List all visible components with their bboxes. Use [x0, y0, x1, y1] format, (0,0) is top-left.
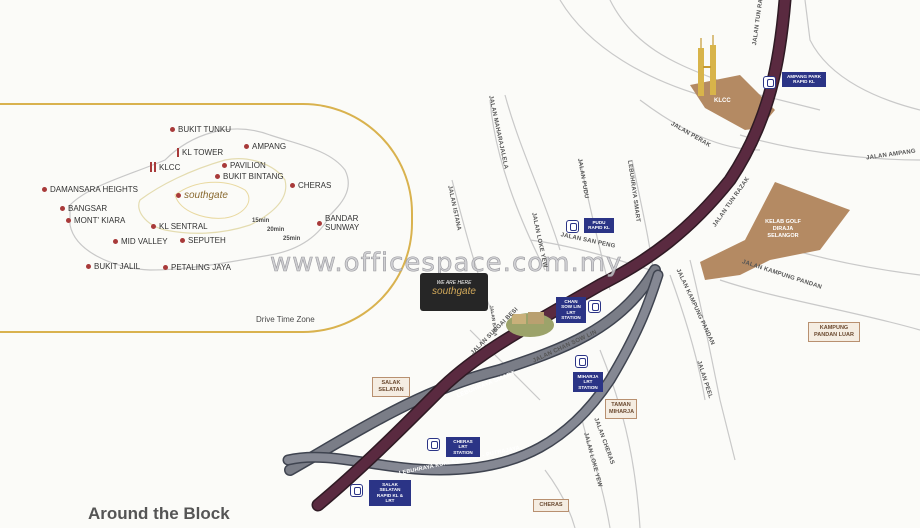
- zone-place-cheras: CHERAS: [290, 181, 331, 190]
- zone-place-bandar-sunway: BANDAR SUNWAY: [317, 214, 371, 232]
- place-dot-icon: [317, 220, 322, 226]
- place-dot-icon: [290, 183, 295, 188]
- station-salak-selatan: SALAK SELATAN RAPID KL & LRT: [369, 480, 411, 506]
- main-arterial: [311, 0, 792, 512]
- klcc-towers-icon: [150, 162, 156, 172]
- petronas-towers-icon: [698, 35, 716, 96]
- we-are-here-line2: southgate: [432, 286, 476, 297]
- place-dot-icon: [151, 224, 156, 229]
- place-dot-icon: [42, 187, 47, 192]
- station-chan-sow-lin: CHAN SOW LIN LRT STATION: [556, 297, 586, 323]
- chan-sow-lin-train-icon: [588, 300, 601, 313]
- place-dot-icon: [66, 218, 71, 223]
- place-dot-icon: [86, 264, 91, 269]
- landmark-golf: KELAB GOLF DIRAJA SELANGOR: [765, 219, 801, 239]
- place-dot-icon: [170, 127, 175, 132]
- station-miharja: MIHARJA LRT STATION: [573, 372, 603, 393]
- ring-label-15: 15min: [252, 218, 270, 224]
- place-dot-icon: [163, 265, 168, 270]
- southgate-building-icon: [506, 312, 554, 337]
- we-are-here-line1: WE ARE HERE: [436, 280, 472, 286]
- landmark-kampung-pandan: KAMPUNG PANDAN LUAR: [808, 322, 860, 342]
- golf-course-parcel: [700, 182, 850, 280]
- place-dot-icon: [60, 206, 65, 211]
- zone-place-klcc: KLCC: [150, 162, 180, 172]
- station-pudu: PUDU RAPID KL: [584, 218, 614, 233]
- salak-selatan-train-icon: [350, 484, 363, 497]
- highways: [282, 264, 664, 476]
- place-dot-icon: [176, 193, 181, 198]
- ring-label-25: 25min: [283, 236, 301, 242]
- we-are-here-marker: WE ARE HERE southgate: [420, 273, 488, 311]
- zone-place-damansara-heights: DAMANSARA HEIGHTS: [42, 185, 138, 194]
- drive-time-zone-caption: Drive Time Zone: [256, 315, 315, 324]
- zone-place-petaling-jaya: PETALING JAYA: [163, 263, 231, 272]
- page-title: Around the Block: [88, 504, 230, 523]
- ampang-park-train-icon: [763, 76, 776, 89]
- place-dot-icon: [222, 163, 227, 168]
- place-dot-icon: [180, 238, 185, 243]
- place-dot-icon: [244, 144, 249, 149]
- zone-place-bukit-bintang: BUKIT BINTANG: [215, 172, 284, 181]
- drive-time-zone-panel: [0, 103, 413, 333]
- place-dot-icon: [113, 239, 118, 244]
- ring-label-20: 20min: [267, 227, 285, 233]
- landmark-cheras: CHERAS: [533, 499, 569, 512]
- landmark-taman-miharja: TAMAN MIHARJA: [605, 399, 637, 419]
- pudu-train-icon: [566, 220, 579, 233]
- zone-place-ampang: AMPANG: [244, 142, 286, 151]
- kl-tower-icon: [177, 148, 179, 157]
- zone-place-pavilion: PAVILION: [222, 161, 266, 170]
- zone-place-mont-kiara: MONT' KIARA: [66, 216, 125, 225]
- zone-place-kl-tower: KL TOWER: [177, 148, 223, 157]
- cheras-lrt-train-icon: [427, 438, 440, 451]
- miharja-train-icon: [575, 355, 588, 368]
- landmark-klcc: KLCC: [714, 98, 731, 104]
- place-dot-icon: [215, 174, 220, 179]
- zone-place-bukit-tunku: BUKIT TUNKU: [170, 125, 231, 134]
- zone-place-seputeh: SEPUTEH: [180, 236, 226, 245]
- station-ampang-park: AMPANG PARK RAPID KL: [782, 72, 826, 87]
- zone-place-bangsar: BANGSAR: [60, 204, 107, 213]
- zone-southgate-brand: southgate: [176, 190, 228, 201]
- zone-place-kl-sentral: KL SENTRAL: [151, 222, 208, 231]
- zone-place-mid-valley: MID VALLEY: [113, 237, 168, 246]
- zone-place-bukit-jalil: BUKIT JALIL: [86, 262, 140, 271]
- station-cheras-lrt: CHERAS LRT STATION: [446, 437, 480, 458]
- landmark-salak-selatan: SALAK SELATAN: [372, 377, 410, 397]
